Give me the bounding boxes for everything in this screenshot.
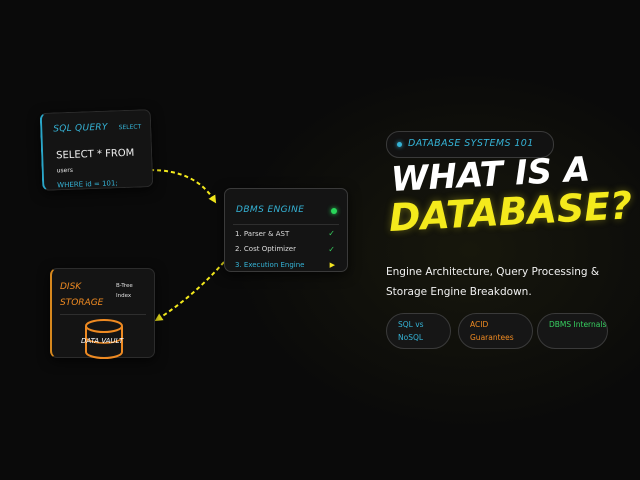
engine-to-storage-arrow <box>154 261 225 322</box>
chip-sql-vs-nosql[interactable]: SQL vs NoSQL <box>386 313 451 349</box>
engine-step-optimizer: 2. Cost Optimizer <box>235 245 296 253</box>
check-icon: ✓ <box>328 245 335 254</box>
chip-acid-guarantees[interactable]: ACID Guarantees <box>458 313 533 349</box>
dbms-engine-card[interactable]: DBMS ENGINE 1. Parser & AST ✓ 2. Cost Op… <box>224 188 348 272</box>
divider <box>233 224 339 225</box>
engine-step-execution: 3. Execution Engine <box>235 261 305 269</box>
course-badge: DATABASE SYSTEMS 101 <box>386 131 554 158</box>
disk-storage-title: DISK STORAGE <box>60 282 104 308</box>
green-dot-icon <box>331 208 337 214</box>
sql-select-tag: SELECT <box>118 123 142 132</box>
play-icon: ▶ <box>329 261 335 269</box>
badge-dot-icon <box>397 142 402 147</box>
sql-line-where: WHERE id = 101; <box>57 179 118 190</box>
database-cylinder-icon <box>85 319 123 359</box>
data-vault-label: DATA VAULT <box>81 337 124 345</box>
sql-line-select: SELECT * FROM <box>55 147 135 162</box>
sql-line-table: users <box>56 166 74 175</box>
course-badge-text: DATABASE SYSTEMS 101 <box>408 138 534 149</box>
subtitle: Engine Architecture, Query Processing & … <box>386 266 600 298</box>
disk-storage-card[interactable]: DISK STORAGE B-Tree Index DATA VAULT <box>50 268 155 359</box>
dbms-engine-title: DBMS ENGINE <box>236 205 305 215</box>
sql-query-title: SQL QUERY <box>53 122 108 135</box>
check-icon: ✓ <box>328 229 335 238</box>
sql-query-card[interactable]: SQL QUERY SELECT SELECT * FROM users WHE… <box>39 109 154 191</box>
chip-dbms-internals[interactable]: DBMS Internals <box>537 313 608 349</box>
btree-index-label: B-Tree Index <box>116 283 133 299</box>
engine-step-parser: 1. Parser & AST <box>235 230 290 238</box>
divider <box>60 314 146 315</box>
query-to-engine-arrow <box>149 169 217 204</box>
